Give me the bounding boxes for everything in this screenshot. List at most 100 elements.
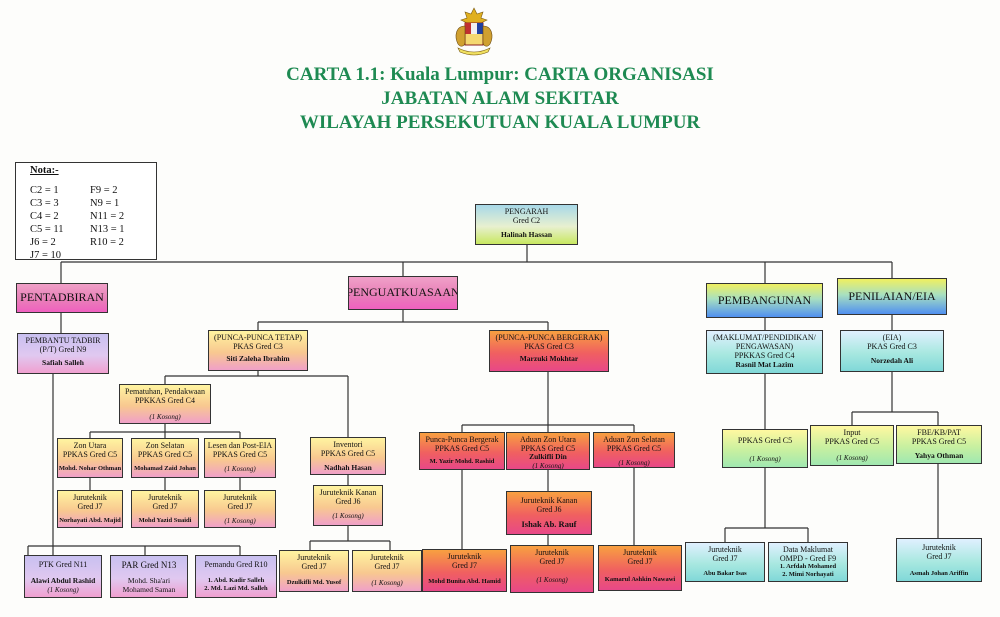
node-name: 2. Md. Lazi Md. Salleh (204, 584, 268, 592)
node-line: Gred J7 (712, 554, 738, 564)
node-juruteknik: Juruteknik Gred J7 (1 Kosong) (510, 545, 594, 593)
node-pengarah: PENGARAH Gred C2 Halinah Hassan (475, 204, 578, 245)
nota-item: C3 = 3 (30, 198, 59, 209)
node-name: M. Yazir Mohd. Rashid (429, 458, 495, 466)
node-line: Juruteknik Kanan (520, 496, 578, 505)
nota-item: F9 = 2 (90, 185, 118, 196)
node-name: 2. Mimi Norhayati (782, 570, 834, 578)
node-aduan-zon-selatan: Aduan Zon Selatan PPKAS Gred C5 (1 Koson… (593, 432, 675, 468)
node-vacancy: (1 Kosong) (836, 454, 868, 463)
node-line: Juruteknik (148, 493, 182, 502)
node-punca-bergerak: (PUNCA-PUNCA BERGERAK) PKAS Gred C3 Marz… (489, 330, 609, 372)
node-line: Juruteknik (922, 543, 956, 552)
node-line: Juruteknik (447, 552, 482, 561)
node-juruteknik: Juruteknik Gred J7 Asmah Johan Ariffin (896, 538, 982, 582)
node-line: Gred J7 (627, 557, 653, 567)
node-line: Juruteknik (535, 548, 569, 557)
node-pembantu-tadbir: PEMBANTU TADBIR (P/T) Gred N9 Safiah Sal… (17, 333, 109, 374)
node-name: 1. Abd. Kadir Salleh (207, 577, 265, 585)
node-name: Kamarul Ashkin Nawawi (604, 576, 676, 584)
node-line: PTK Gred N11 (38, 560, 88, 569)
node-line: Juruteknik (708, 545, 742, 554)
nota-item: C5 = 11 (30, 224, 64, 235)
node-name: Asmah Johan Ariffin (909, 570, 969, 578)
node-name: Ishak Ab. Rauf (521, 519, 577, 530)
node-line: PEMBANTU TADBIR (25, 336, 101, 345)
node-juruteknik: Juruteknik Gred J7 Abu Bakar Isas (685, 542, 765, 582)
node-name: Mohd. Sha'ari (127, 576, 171, 586)
nota-item: J6 = 2 (30, 237, 56, 248)
node-vacancy: (1 Kosong) (224, 465, 256, 474)
node-ppkas-pembangunan: PPKAS Gred C5 (1 Kosong) (722, 429, 808, 468)
node-line: Aduan Zon Utara (520, 435, 576, 444)
node-line: (PUNCA-PUNCA BERGERAK) (495, 333, 603, 342)
node-ptk: PTK Gred N11 Alawi Abdul Rashid (1 Koson… (24, 555, 102, 598)
node-name: Rasnil Mat Lazim (735, 359, 794, 369)
node-zon-utara: Zon Utara PPKAS Gred C5 Mohd. Nohar Othm… (57, 438, 123, 478)
node-line: Juruteknik Kanan (319, 488, 377, 497)
node-line: PPKAS Gred C5 (320, 449, 376, 459)
node-line: OMPD - Gred F9 (779, 554, 837, 564)
node-name: Alawi Abdul Rashid (30, 576, 96, 586)
chart-title-line-3: WILAYAH PERSEKUTUAN KUALA LUMPUR (299, 112, 701, 133)
node-line: Gred J7 (301, 562, 327, 572)
node-line: Inventori (333, 440, 363, 449)
node-line: PPKKAS Gred C4 (734, 351, 795, 361)
node-juruteknik: Juruteknik Gred J7 Dzulkifli Md. Yusof (279, 550, 349, 592)
node-vacancy: (1 Kosong) (749, 455, 781, 464)
node-line: Juruteknik (370, 553, 404, 562)
nota-item: J7 = 10 (30, 250, 62, 260)
node-line: Gred J7 (539, 557, 565, 567)
node-line: Input (843, 428, 861, 437)
node-line: Gred J7 (77, 502, 103, 512)
nota-item: N13 = 1 (90, 224, 125, 235)
node-line: FBE/KB/PAT (917, 428, 961, 437)
nota-heading: Nota:- (30, 165, 59, 176)
node-line: Juruteknik (223, 493, 257, 502)
nota-item: N11 = 2 (90, 211, 125, 222)
node-vacancy: (1 Kosong) (47, 585, 79, 594)
node-line: Juruteknik (623, 548, 657, 557)
node-inventori: Inventori PPKAS Gred C5 Nadhah Hasan (310, 437, 386, 475)
node-vacancy: (1 Kosong) (149, 413, 181, 422)
node-line: Aduan Zon Selatan (603, 435, 665, 444)
node-aduan-zon-utara: Aduan Zon Utara PPKAS Gred C5 Zulkifli D… (506, 432, 590, 470)
node-line: (P/T) Gred N9 (39, 345, 87, 355)
node-vacancy: (1 Kosong) (332, 512, 364, 521)
node-line: PAR Gred N13 (121, 560, 177, 570)
node-lesen: Lesen dan Post-EIA PPKAS Gred C5 (1 Koso… (204, 438, 276, 478)
node-juruteknik-kanan: Juruteknik Kanan Gred J6 (1 Kosong) (313, 485, 383, 526)
node-fbe: FBE/KB/PAT PPKAS Gred C5 Yahya Othman (896, 425, 982, 464)
node-par: PAR Gred N13 Mohd. Sha'ari Mohamed Saman (110, 555, 188, 598)
node-line: Zon Utara (73, 441, 107, 450)
node-line: PPKAS Gred C5 (62, 450, 118, 460)
node-line: Juruteknik (297, 553, 331, 562)
nota-item: C4 = 2 (30, 211, 59, 222)
nota-item: R10 = 2 (90, 237, 124, 248)
nota-item: C2 = 1 (30, 185, 59, 196)
node-name: Siti Zaleha Ibrahim (226, 354, 290, 364)
node-line: PPKAS Gred C5 (606, 444, 662, 454)
node-name: Marzuki Mokhtar (519, 354, 579, 364)
section-penguatkuasaan: PENGUATKUASAAN (348, 276, 458, 310)
node-pematuhan: Pematuhan, Pendakwaan PPKKAS Gred C4 (1 … (119, 384, 211, 424)
node-vacancy: (1 Kosong) (532, 462, 564, 470)
nota-legend: Nota:- C2 = 1 C3 = 3 C4 = 2 C5 = 11 J6 =… (15, 162, 157, 260)
coat-of-arms-icon (455, 7, 493, 56)
node-line: Gred J7 (227, 502, 253, 512)
node-name: Zulkifli Din (529, 452, 567, 462)
node-line: Juruteknik (73, 493, 107, 502)
node-name: Mohamad Zaid Johan (134, 465, 196, 473)
node-punca-punca-bergerak: Punca-Punca Bergerak PPKAS Gred C5 M. Ya… (419, 432, 505, 470)
section-penilaian-eia: PENILAIAN/EIA (837, 278, 947, 315)
node-vacancy: (1 Kosong) (371, 579, 403, 588)
node-line: Punca-Punca Bergerak (425, 435, 499, 444)
node-name: Mohd Yazid Suaidi (138, 517, 192, 525)
node-line: PPKAS Gred C5 (520, 444, 576, 454)
node-line: PPKAS Gred C5 (824, 437, 880, 447)
node-line: PKAS Gred C3 (233, 342, 283, 352)
node-vacancy: (1 Kosong) (618, 459, 650, 468)
section-pentadbiran: PENTADBIRAN (16, 283, 108, 313)
node-line: PKAS Gred C3 (867, 342, 917, 352)
node-line: PENGAWASAN) (735, 342, 794, 352)
